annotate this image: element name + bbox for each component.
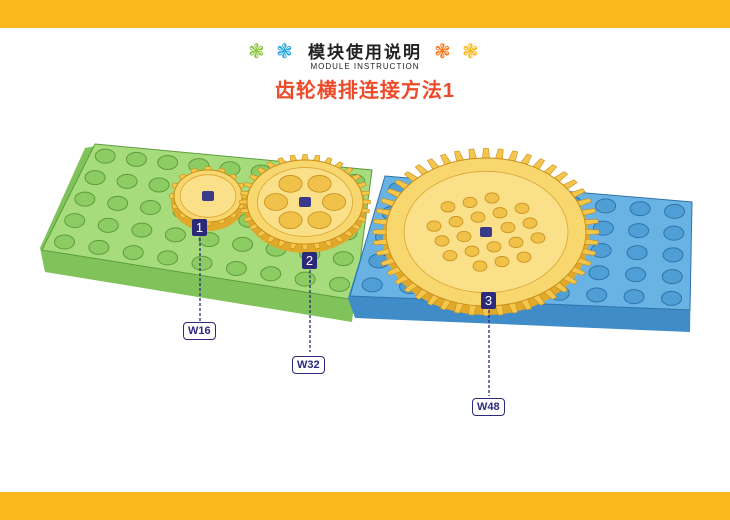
plate-hole: [125, 151, 147, 167]
plate-hole: [629, 201, 651, 217]
gear-number-1: 1: [192, 219, 207, 236]
leader-lines: [199, 238, 490, 396]
gear-hole: [278, 211, 303, 229]
gear-hole: [464, 245, 480, 257]
plate-hole: [97, 217, 119, 233]
gear-hole: [462, 196, 478, 208]
gear-label-w16: W16: [183, 322, 216, 340]
plate-hole: [107, 195, 129, 211]
plate-hole: [94, 148, 116, 164]
gear-hole: [492, 207, 508, 219]
gear-hole: [516, 251, 532, 263]
gear-label-w32: W32: [292, 356, 325, 374]
plate-hole: [628, 223, 650, 239]
gear-hole: [448, 216, 464, 228]
plate-hole: [148, 177, 170, 193]
plate-hole: [588, 265, 610, 281]
gear-hole: [456, 230, 472, 243]
plate-hole: [294, 271, 316, 287]
gear-hole: [278, 175, 303, 193]
title-en: MODULE INSTRUCTION: [310, 62, 420, 71]
gear-w48: [372, 148, 600, 316]
header: 模块使用说明 MODULE INSTRUCTION 齿轮横排连接方法1: [0, 38, 730, 103]
plate-hole: [191, 255, 213, 271]
gear-hole: [508, 236, 524, 248]
plate-hole: [332, 251, 354, 267]
plate-hole: [329, 276, 351, 292]
plate-hole: [260, 266, 282, 282]
plate-hole: [225, 260, 247, 276]
axle-icon: [299, 197, 311, 207]
plate-hole: [595, 198, 617, 214]
gear-hole: [426, 220, 442, 232]
gear-number-3: 3: [481, 292, 496, 309]
gear-hole: [500, 221, 516, 234]
bottom-bar: [0, 492, 730, 520]
gear-number-2: 2: [302, 252, 317, 269]
plate-hole: [664, 203, 686, 219]
flower-blue-icon: ❃: [276, 41, 293, 63]
flower-orange-icon: ❃: [434, 41, 451, 63]
plate-hole: [232, 236, 254, 252]
gear-hole: [514, 202, 530, 214]
plate-hole: [663, 225, 685, 241]
gear-w16: [169, 166, 247, 231]
plate-hole: [122, 245, 144, 261]
plate-hole: [116, 173, 138, 189]
gear-hole: [321, 193, 346, 211]
plate-hole: [64, 213, 86, 229]
gear-hole: [486, 241, 502, 253]
plate-hole: [88, 239, 110, 255]
flower-green-icon: ❃: [248, 41, 265, 63]
plate-hole: [84, 170, 106, 186]
gear-hole: [472, 260, 488, 272]
title-cn: 模块使用说明: [308, 43, 422, 62]
top-bar: [0, 0, 730, 28]
plate-hole: [661, 269, 683, 285]
gear-hole: [307, 175, 332, 193]
plate-hole: [586, 287, 608, 303]
gear-hole: [484, 192, 500, 204]
gear-w32: [239, 154, 371, 253]
plate-hole: [157, 154, 179, 170]
plate-hole: [625, 267, 647, 283]
plate-hole: [131, 222, 153, 238]
gear-hole: [442, 250, 458, 262]
gear-hole: [307, 211, 332, 229]
gear-label-w48: W48: [472, 398, 505, 416]
axle-icon: [480, 227, 492, 237]
gear-hole: [434, 235, 450, 247]
plate-hole: [626, 245, 648, 261]
plate-hole: [662, 247, 684, 263]
plate-hole: [623, 289, 645, 305]
plate-hole: [660, 290, 682, 306]
gear-hole: [530, 232, 546, 244]
gear-hole: [470, 211, 486, 223]
plate-hole: [361, 277, 383, 293]
gear-hole: [263, 193, 288, 211]
flower-yellow-icon: ❃: [462, 41, 479, 63]
axle-icon: [202, 191, 214, 201]
plate-hole: [74, 191, 96, 207]
plate-hole: [53, 234, 75, 250]
plate-hole: [139, 200, 161, 216]
plate-hole: [157, 250, 179, 266]
gear-hole: [440, 201, 456, 213]
plate-hole: [164, 227, 186, 243]
subtitle: 齿轮横排连接方法1: [274, 80, 456, 102]
gear-hole: [522, 217, 538, 229]
plate-hole: [198, 232, 220, 248]
gear-hole: [494, 256, 510, 268]
